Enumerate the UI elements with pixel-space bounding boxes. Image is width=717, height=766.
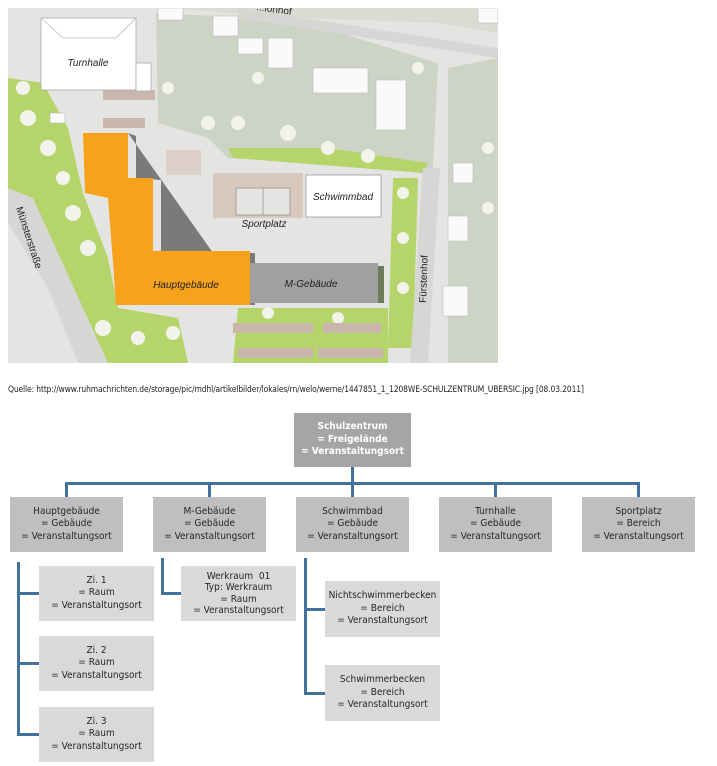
connector-line <box>208 482 211 497</box>
node-title: Zi. 1 <box>86 574 107 586</box>
node-title: M-Gebäude <box>183 505 236 517</box>
turnhalle-building <box>40 17 137 91</box>
node-schulzentrum: Schulzentrum = Freigelände = Veranstaltu… <box>294 413 411 467</box>
node-type: = Freigelände <box>317 433 388 445</box>
connector-line <box>494 482 497 497</box>
node-role: = Veranstaltungsort <box>51 599 142 611</box>
node-role: = Veranstaltungsort <box>337 699 428 711</box>
node-type: = Gebäude <box>183 518 236 530</box>
connector-line <box>17 562 20 736</box>
node-title: Zi. 3 <box>86 715 107 727</box>
node-type: = Bereich <box>360 602 405 614</box>
node-title: Zi. 2 <box>86 644 107 656</box>
node-zi-1: Zi. 1= Raum= Veranstaltungsort <box>39 566 154 621</box>
node-role: = Veranstaltungsort <box>51 669 142 681</box>
hauptgebaeude-building <box>83 133 250 305</box>
node-zi-2: Zi. 2= Raum= Veranstaltungsort <box>39 636 154 691</box>
connector-line <box>637 482 640 497</box>
connector-line <box>304 608 325 611</box>
map-label-sportplatz: Sportplatz <box>241 219 286 230</box>
m-gebaeude-building <box>250 263 378 303</box>
connector-line <box>17 662 39 665</box>
node-type: = Bereich <box>616 518 661 530</box>
map-label-m-gebaeude: M-Gebäude <box>285 279 338 290</box>
node-role: = Veranstaltungsort <box>450 530 541 542</box>
node-m-gebaeude: M-Gebäude= Gebäude= Veranstaltungsort <box>153 497 266 552</box>
node-role: = Veranstaltungsort <box>301 446 404 458</box>
node-title: Turnhalle <box>475 505 516 517</box>
node-type: = Bereich <box>360 686 405 698</box>
connector-line <box>351 467 354 484</box>
node-zi-3: Zi. 3= Raum= Veranstaltungsort <box>39 707 154 762</box>
node-title: Schwimmerbecken <box>339 674 426 686</box>
node-nichtschwimmerbecken: Nichtschwimmerbecken= Bereich= Veranstal… <box>325 581 440 637</box>
schwimmbad-building <box>305 174 382 218</box>
connector-line <box>351 482 354 497</box>
node-title: Schulzentrum <box>317 421 388 433</box>
node-role: = Veranstaltungsort <box>337 615 428 627</box>
node-title: Werkraum 01 <box>206 570 271 582</box>
node-type: = Gebäude <box>40 518 93 530</box>
street-label-top: ...lonhof <box>256 8 293 18</box>
node-turnhalle: Turnhalle= Gebäude= Veranstaltungsort <box>439 497 552 552</box>
map-label-hauptgebaeude: Hauptgebäude <box>153 280 219 291</box>
node-schwimmbad: Schwimmbad= Gebäude= Veranstaltungsort <box>296 497 409 552</box>
node-type: = Gebäude <box>326 518 379 530</box>
connector-line <box>304 558 307 695</box>
connector-line <box>17 733 39 736</box>
node-role: = Veranstaltungsort <box>593 530 684 542</box>
node-title: Hauptgebäude <box>33 505 100 517</box>
node-hauptgebaeude: Hauptgebäude= Gebäude= Veranstaltungsort <box>10 497 123 552</box>
node-role: = Veranstaltungsort <box>164 530 255 542</box>
map-label-turnhalle: Turnhalle <box>68 58 109 69</box>
connector-line <box>161 592 181 595</box>
node-role: = Veranstaltungsort <box>193 605 284 616</box>
node-type: = Raum <box>78 657 115 669</box>
node-typ: Typ: Werkraum <box>204 582 273 593</box>
node-sportplatz: Sportplatz= Bereich= Veranstaltungsort <box>582 497 695 552</box>
street-label-fuerstenhof: Fürstenhof <box>418 255 431 303</box>
node-schwimmerbecken: Schwimmerbecken= Bereich= Veranstaltungs… <box>325 665 440 721</box>
connector-line <box>17 592 39 595</box>
connector-line <box>65 482 68 497</box>
connector-line <box>161 558 164 595</box>
connector-line <box>304 692 325 695</box>
node-title: Sportplatz <box>615 505 662 517</box>
node-title: Schwimmbad <box>322 505 383 517</box>
node-role: = Veranstaltungsort <box>21 530 112 542</box>
node-role: = Veranstaltungsort <box>51 740 142 752</box>
node-type: = Raum <box>78 587 115 599</box>
node-type: = Raum <box>78 728 115 740</box>
map-label-schwimmbad: Schwimmbad <box>313 192 373 203</box>
node-title: Nichtschwimmerbecken <box>328 590 437 602</box>
site-map: Turnhalle Sportplatz Schwimmbad Hauptgeb… <box>8 8 498 363</box>
image-source-caption: Quelle: http://www.ruhmachrichten.de/sto… <box>8 384 584 394</box>
node-type: = Gebäude <box>469 518 522 530</box>
node-type: = Raum <box>220 593 257 605</box>
node-role: = Veranstaltungsort <box>307 530 398 542</box>
